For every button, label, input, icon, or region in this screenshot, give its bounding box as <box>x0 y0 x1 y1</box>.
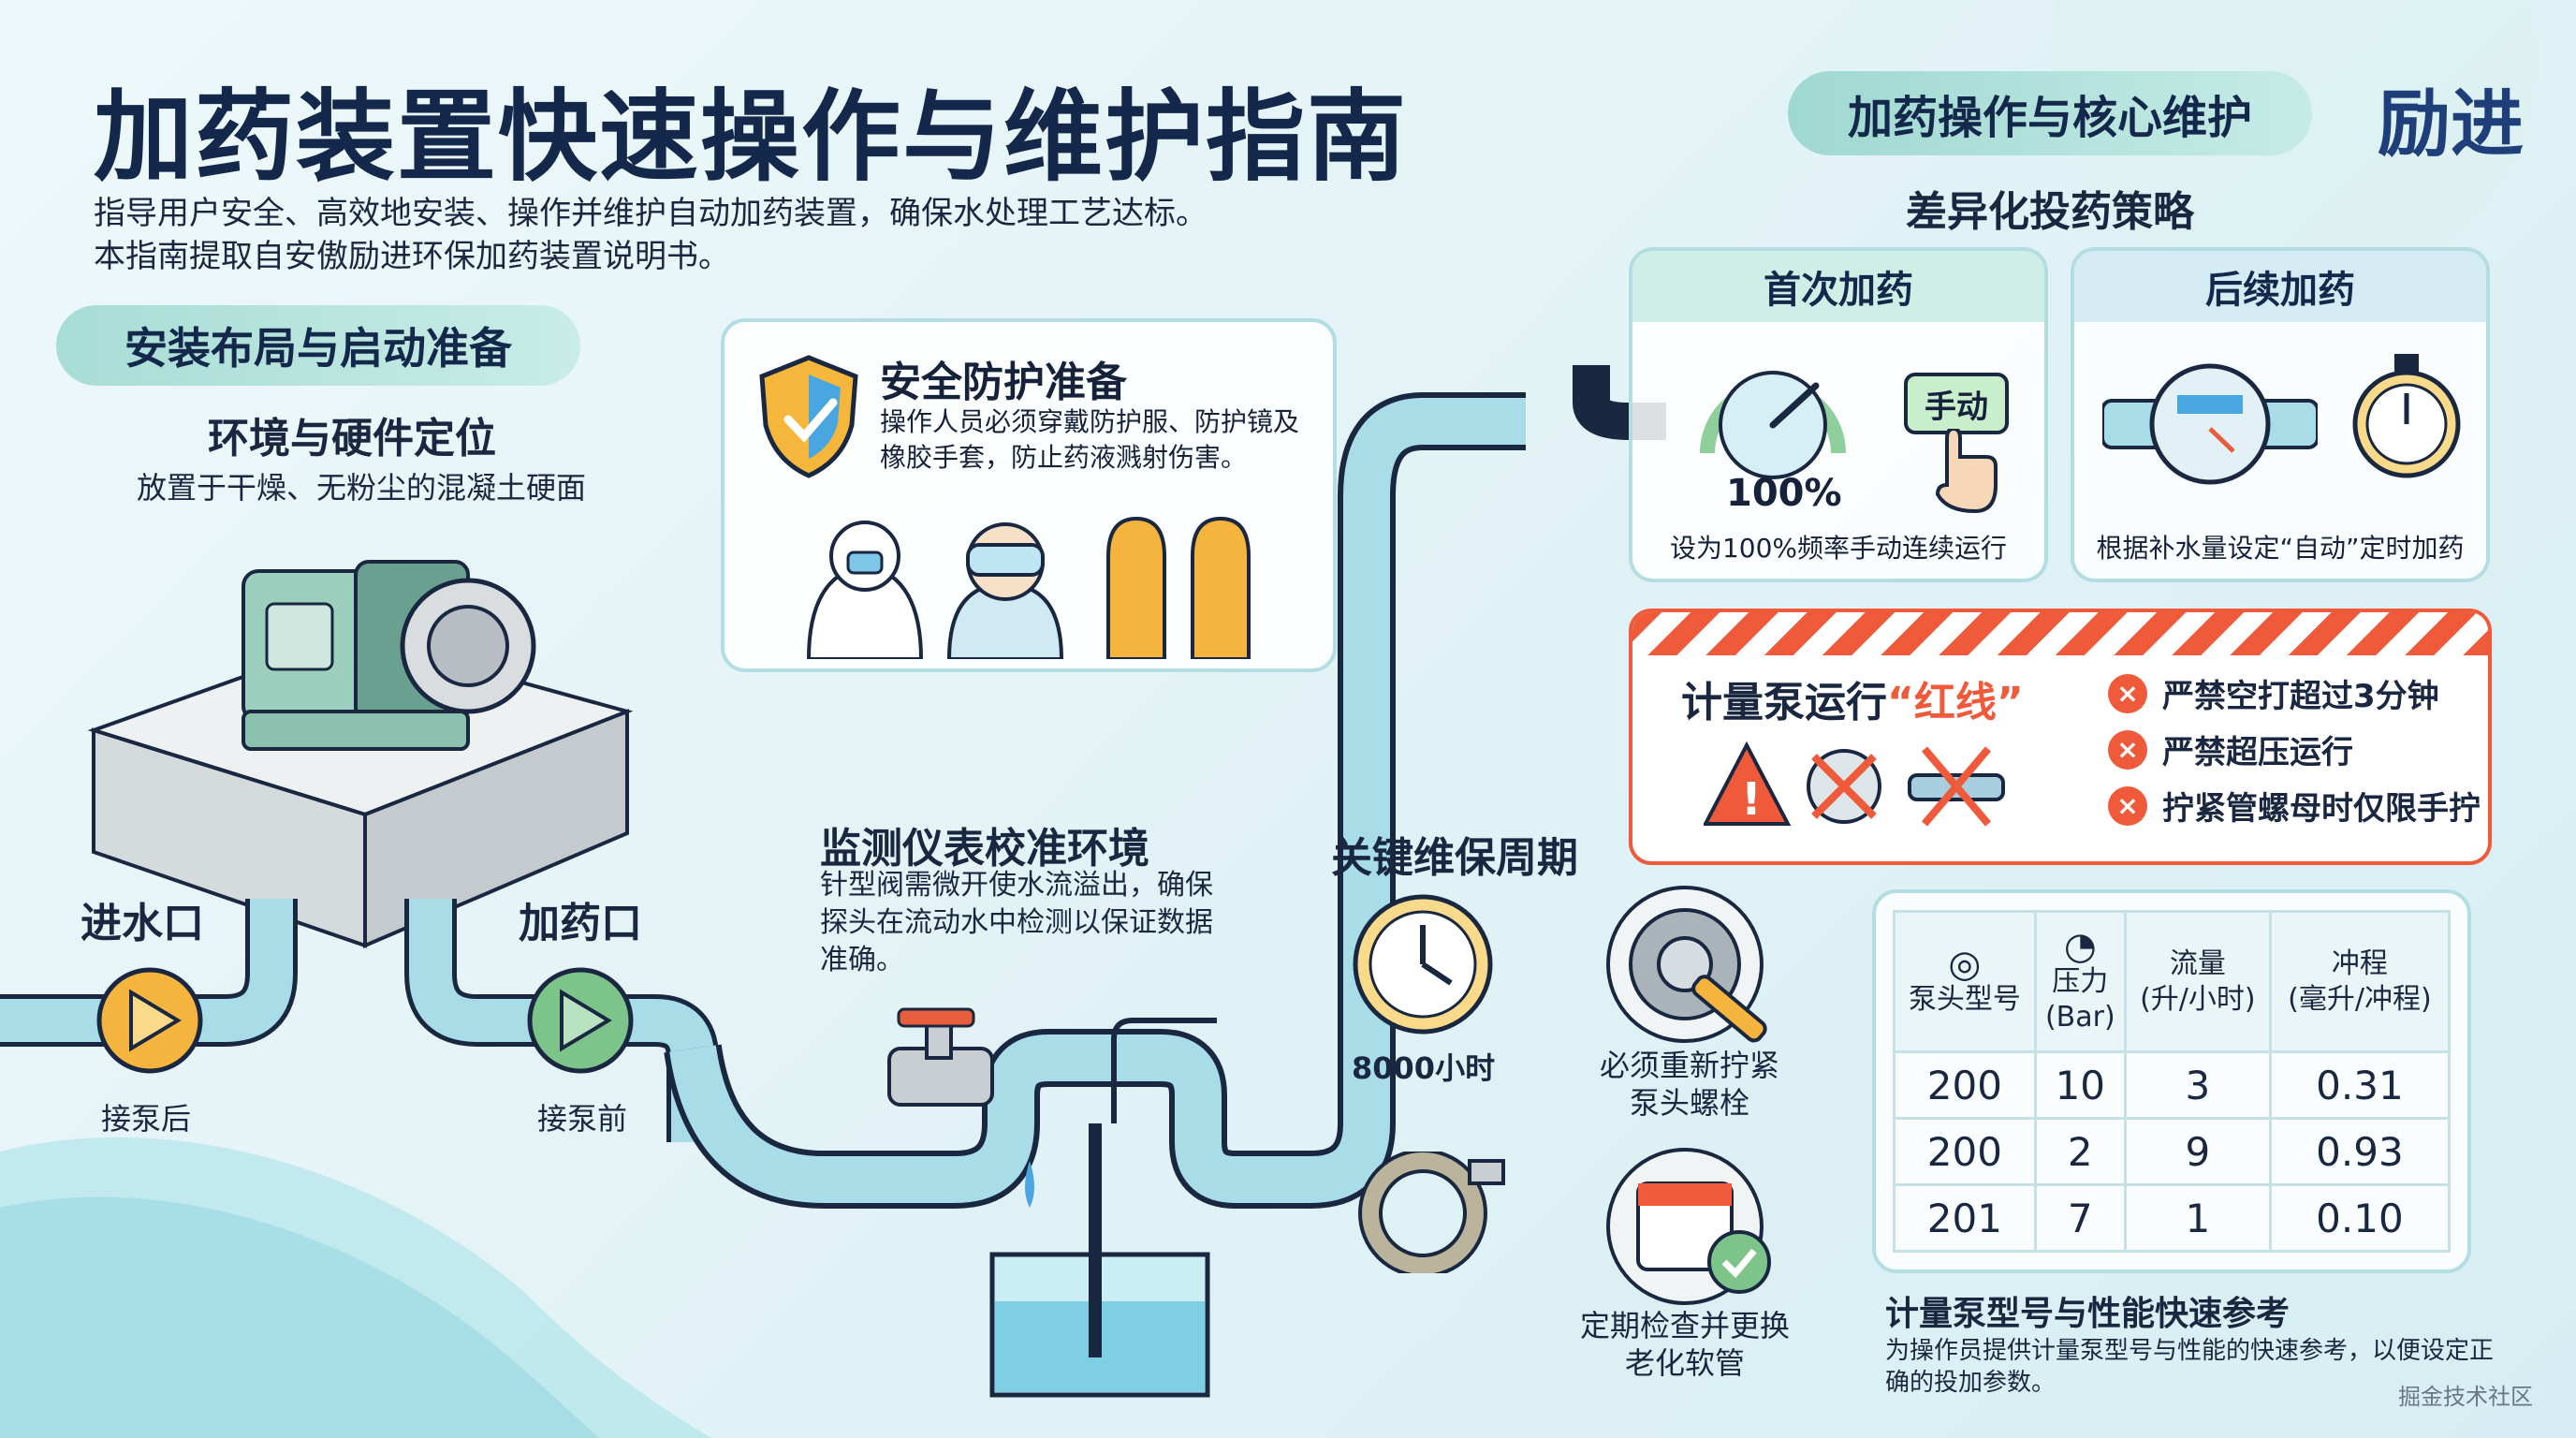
header-stroke: 冲程(毫升/冲程) <box>2268 910 2452 1053</box>
ops-section-pill: 加药操作与核心维护 <box>1788 71 2312 155</box>
cell: 201 <box>1893 1183 2037 1253</box>
header-model: ◎泵头型号 <box>1893 910 2037 1053</box>
redline-warning-icons: ! <box>1704 741 2005 827</box>
ppe-equipment-icons <box>806 516 1251 659</box>
hose-maintenance-text: 定期检查并更换 老化软管 <box>1573 1307 1797 1382</box>
safety-description: 操作人员必须穿戴防护服、防护镜及橡胶手套，防止药液溅射伤害。 <box>880 406 1300 473</box>
strategy-title: 差异化投药策略 <box>1906 188 2194 236</box>
page-description-line1: 指导用户安全、高效地安装、操作并维护自动加药装置，确保水处理工艺达标。 <box>94 195 1208 232</box>
maintenance-title: 关键维保周期 <box>1331 834 1578 882</box>
cell: 1 <box>2123 1183 2272 1253</box>
before-pump-label: 接泵前 <box>537 1101 628 1137</box>
table-header-row: ◎泵头型号 ◔压力(Bar) 流量(升/小时) 冲程(毫升/冲程) <box>1893 910 2452 1053</box>
gauge-small-icon: ◔ <box>2063 924 2097 968</box>
watermark: 掘金技术社区 <box>2398 1384 2533 1410</box>
later-dosing-description: 根据补水量设定“自动”定时加药 <box>2096 533 2465 564</box>
safety-card: 安全防护准备 操作人员必须穿戴防护服、防护镜及橡胶手套，防止药液溅射伤害。 <box>721 318 1337 672</box>
hose-icon <box>1358 1152 1505 1273</box>
header-pressure: ◔压力(Bar) <box>2033 910 2127 1053</box>
manual-button[interactable]: 手动 <box>1904 373 2009 434</box>
brand-logo-text: 励进 <box>2378 81 2525 167</box>
x-circle-icon: × <box>2108 673 2147 713</box>
env-title: 环境与硬件定位 <box>208 415 496 462</box>
header-flow: 流量(升/小时) <box>2123 910 2272 1053</box>
redline-item: × 严禁超压运行 <box>2108 726 2353 772</box>
safety-title: 安全防护准备 <box>880 359 1127 406</box>
first-dosing-title: 首次加药 <box>1632 251 2044 322</box>
after-pump-label: 接泵后 <box>101 1101 192 1137</box>
cell: 0.10 <box>2268 1183 2452 1253</box>
dosing-port-label: 加药口 <box>519 900 642 947</box>
table-row: 200 2 9 0.93 <box>1893 1117 2452 1186</box>
dosing-pump-illustration <box>87 560 634 949</box>
gauge-value: 100% <box>1726 472 1842 515</box>
inlet-pipe-illustration <box>0 899 719 1142</box>
hazard-stripe <box>1632 612 2488 655</box>
stopwatch-icon <box>2352 354 2461 478</box>
bolt-maintenance-text: 必须重新拧紧 泵头螺栓 <box>1591 1047 1788 1122</box>
flow-meter-icon <box>2102 363 2318 485</box>
table-note-line1: 为操作员提供计量泵型号与性能的快速参考，以便设定正 <box>1885 1337 2495 1365</box>
later-dosing-title: 后续加药 <box>2074 251 2486 322</box>
table-row: 201 7 1 0.10 <box>1893 1183 2452 1253</box>
hose-line2: 老化软管 <box>1624 1345 1745 1381</box>
redline-item-text: 严禁空打超过3分钟 <box>2162 678 2439 715</box>
redline-item-text: 严禁超压运行 <box>2162 734 2353 771</box>
hose-line1: 定期检查并更换 <box>1579 1308 1790 1343</box>
table-note-line2: 确的投加参数。 <box>1885 1369 2056 1397</box>
pump-spec-table-card: ◎泵头型号 ◔压力(Bar) 流量(升/小时) 冲程(毫升/冲程) 200 10… <box>1872 889 2471 1273</box>
maintenance-hours: 8000小时 <box>1352 1050 1496 1086</box>
cell: 0.93 <box>2268 1117 2452 1186</box>
svg-text:!: ! <box>1741 773 1762 826</box>
hand-pointer-icon <box>1935 429 1998 513</box>
redline-title-main: 计量泵运行 <box>1681 679 1887 726</box>
cell: 10 <box>2033 1050 2127 1120</box>
install-section-pill: 安装布局与启动准备 <box>56 305 580 386</box>
cell: 2 <box>2033 1117 2127 1186</box>
monitor-title: 监测仪表校准环境 <box>820 825 1149 873</box>
monitor-description: 针型阀需微开使水流溢出，确保探头在流动水中检测以保证数据准确。 <box>820 869 1213 976</box>
redline-item: × 拧紧管螺母时仅限手拧 <box>2108 783 2481 829</box>
monitoring-pipe-system <box>664 365 1666 1398</box>
page-description-line2: 本指南提取自安傲励进环保加药装置说明书。 <box>94 238 730 275</box>
redline-item-text: 拧紧管螺母时仅限手拧 <box>2162 790 2481 828</box>
cell: 7 <box>2033 1183 2127 1253</box>
cell: 9 <box>2123 1117 2272 1186</box>
pump-head-wrench-icon <box>1606 886 1767 1043</box>
redline-item: × 严禁空打超过3分钟 <box>2108 670 2439 716</box>
first-dosing-description: 设为100%频率手动连续运行 <box>1669 533 2008 564</box>
inlet-label: 进水口 <box>80 900 204 947</box>
page-title: 加药装置快速操作与维护指南 <box>94 80 1408 195</box>
brand-logo: 励进 <box>2378 66 2524 170</box>
pump-icon: ◎ <box>1948 942 1982 986</box>
calendar-check-icon <box>1606 1148 1771 1305</box>
table-caption: 计量泵型号与性能快速参考 <box>1885 1295 2291 1333</box>
later-dosing-card: 后续加药 根据补水量设定“自动”定时加药 <box>2071 247 2490 582</box>
clock-icon <box>1353 894 1493 1034</box>
bolt-line2: 泵头螺栓 <box>1629 1085 1749 1121</box>
cell: 200 <box>1893 1050 2037 1120</box>
cell: 200 <box>1893 1117 2037 1186</box>
cell: 3 <box>2123 1050 2272 1120</box>
cell: 0.31 <box>2268 1050 2452 1120</box>
shield-icon <box>759 355 858 478</box>
redline-title-highlight: “红线” <box>1887 679 2024 726</box>
x-circle-icon: × <box>2108 729 2147 770</box>
pump-spec-table: ◎泵头型号 ◔压力(Bar) 流量(升/小时) 冲程(毫升/冲程) 200 10… <box>1893 910 2452 1253</box>
env-description: 放置于干燥、无粉尘的混凝土硬面 <box>137 470 587 506</box>
table-row: 200 10 3 0.31 <box>1893 1050 2452 1120</box>
bolt-line1: 必须重新拧紧 <box>1599 1048 1779 1083</box>
first-dosing-card: 首次加药 100% 手动 设为100%频率手动连续运行 <box>1629 247 2048 582</box>
gauge-icon <box>1700 371 1846 479</box>
x-circle-icon: × <box>2108 785 2147 826</box>
redline-title: 计量泵运行“红线” <box>1681 668 2024 728</box>
